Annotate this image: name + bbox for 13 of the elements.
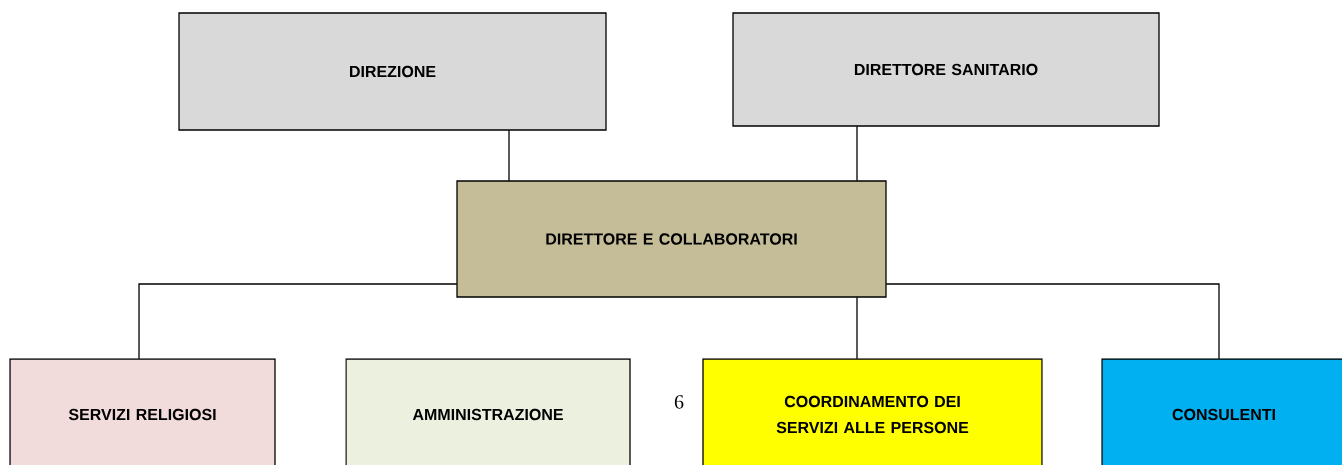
connector-line xyxy=(856,296,858,360)
org-box: DIREZIONE xyxy=(178,12,607,131)
connector-line xyxy=(885,283,1220,360)
org-box: AMMINISTRAZIONE xyxy=(345,358,631,465)
connector-line xyxy=(508,129,510,182)
org-box: DIRETTORE E COLLABORATORI xyxy=(456,180,887,298)
number-label: 6 xyxy=(674,395,684,409)
org-box: COORDINAMENTO DEI SERVIZI ALLE PERSONE xyxy=(702,358,1043,465)
org-box: DIRETTORE SANITARIO xyxy=(732,12,1160,127)
org-box: SERVIZI RELIGIOSI xyxy=(9,358,276,465)
connector-line xyxy=(856,125,858,182)
connector-line xyxy=(138,283,458,360)
org-box: CONSULENTI xyxy=(1101,358,1342,465)
